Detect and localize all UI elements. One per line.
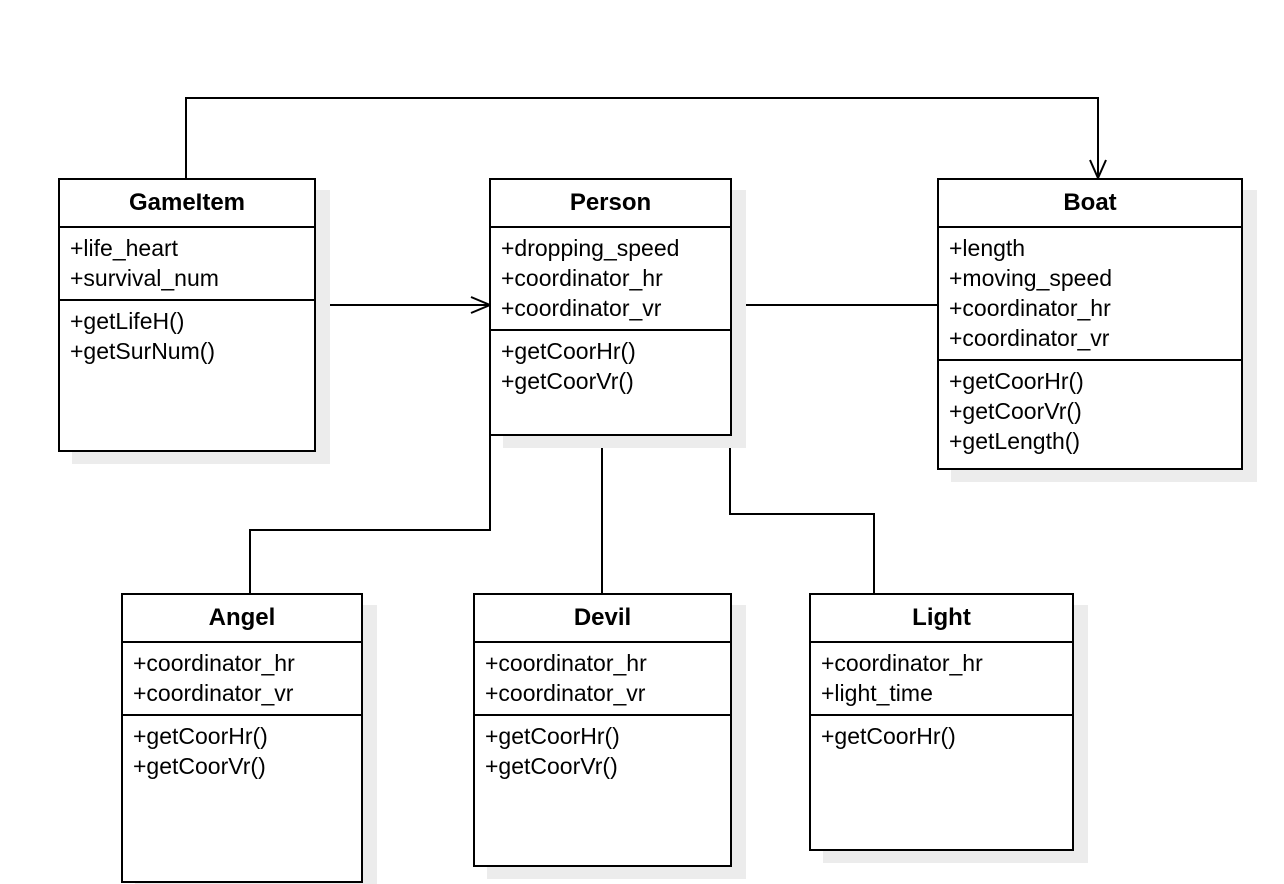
class-gameitem-name: GameItem <box>60 180 314 228</box>
attribute: +life_heart <box>70 235 179 261</box>
class-person-name: Person <box>491 180 730 228</box>
attribute: +coordinator_hr <box>949 295 1111 321</box>
person-to-light-connector <box>729 434 875 594</box>
class-devil[interactable]: Devil +coordinator_hr +coordinator_vr +g… <box>473 593 732 867</box>
person-to-angel-connector <box>249 434 491 594</box>
class-light-methods: +getCoorHr() <box>811 716 1072 757</box>
class-gameitem[interactable]: GameItem +life_heart +survival_num +getL… <box>58 178 316 452</box>
class-angel-methods: +getCoorHr() +getCoorVr() <box>123 716 361 787</box>
class-boat-name: Boat <box>939 180 1241 228</box>
attribute: +survival_num <box>70 265 219 291</box>
method: +getCoorHr() <box>821 723 956 749</box>
class-angel-attributes: +coordinator_hr +coordinator_vr <box>123 643 361 716</box>
class-person[interactable]: Person +dropping_speed +coordinator_hr +… <box>489 178 732 436</box>
class-devil-name: Devil <box>475 595 730 643</box>
method: +getCoorHr() <box>949 368 1084 394</box>
attribute: +length <box>949 235 1026 261</box>
class-boat-methods: +getCoorHr() +getCoorVr() +getLength() <box>939 361 1241 462</box>
class-gameitem-methods: +getLifeH() +getSurNum() <box>60 301 314 372</box>
attribute: +light_time <box>821 680 933 706</box>
attribute: +moving_speed <box>949 265 1113 291</box>
attribute: +dropping_speed <box>501 235 680 261</box>
class-boat-attributes: +length +moving_speed +coordinator_hr +c… <box>939 228 1241 361</box>
method: +getCoorVr() <box>485 753 618 779</box>
method: +getCoorHr() <box>485 723 620 749</box>
class-boat[interactable]: Boat +length +moving_speed +coordinator_… <box>937 178 1243 470</box>
method: +getSurNum() <box>70 338 216 364</box>
method: +getCoorVr() <box>133 753 266 779</box>
method: +getLifeH() <box>70 308 185 334</box>
attribute: +coordinator_hr <box>821 650 983 676</box>
method: +getCoorHr() <box>133 723 268 749</box>
method: +getCoorHr() <box>501 338 636 364</box>
attribute: +coordinator_vr <box>485 680 646 706</box>
class-light[interactable]: Light +coordinator_hr +light_time +getCo… <box>809 593 1074 851</box>
attribute: +coordinator_vr <box>949 325 1110 351</box>
method: +getLength() <box>949 428 1081 454</box>
attribute: +coordinator_vr <box>133 680 294 706</box>
class-light-name: Light <box>811 595 1072 643</box>
attribute: +coordinator_hr <box>133 650 295 676</box>
class-person-attributes: +dropping_speed +coordinator_hr +coordin… <box>491 228 730 331</box>
class-light-attributes: +coordinator_hr +light_time <box>811 643 1072 716</box>
attribute: +coordinator_hr <box>501 265 663 291</box>
method: +getCoorVr() <box>501 368 634 394</box>
class-person-methods: +getCoorHr() +getCoorVr() <box>491 331 730 402</box>
attribute: +coordinator_hr <box>485 650 647 676</box>
attribute: +coordinator_vr <box>501 295 662 321</box>
class-angel-name: Angel <box>123 595 361 643</box>
method: +getCoorVr() <box>949 398 1082 424</box>
class-devil-attributes: +coordinator_hr +coordinator_vr <box>475 643 730 716</box>
class-gameitem-attributes: +life_heart +survival_num <box>60 228 314 301</box>
gameitem-to-boat-connector <box>185 97 1099 178</box>
class-devil-methods: +getCoorHr() +getCoorVr() <box>475 716 730 787</box>
class-angel[interactable]: Angel +coordinator_hr +coordinator_vr +g… <box>121 593 363 883</box>
